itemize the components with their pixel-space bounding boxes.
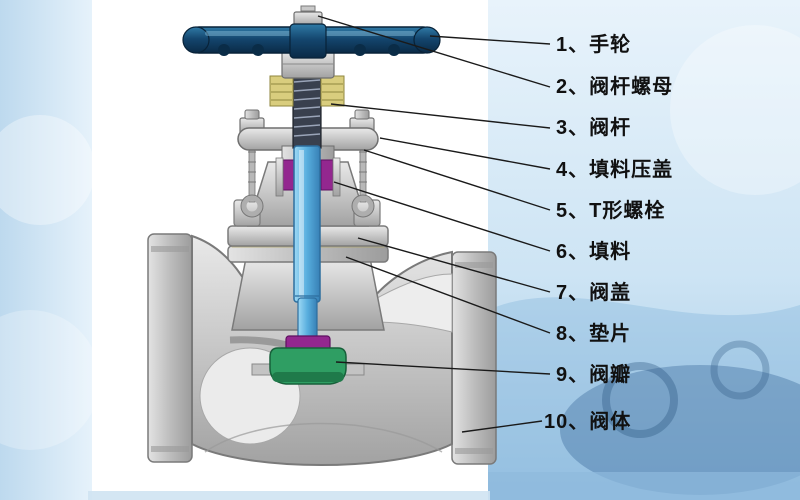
valve-body-right-flange: [451, 251, 497, 465]
leader-line-9: [335, 361, 551, 375]
valve-body-left-flange: [147, 233, 193, 463]
part-label-5: 5、T形螺栓: [556, 200, 666, 222]
stem-nut-bushing: [269, 75, 345, 107]
leader-line-5: [363, 149, 551, 211]
leader-line-3: [330, 103, 551, 129]
part-label-6: 6、填料: [556, 241, 632, 263]
part-label-2: 2、阀杆螺母: [556, 76, 674, 98]
leader-line-6: [333, 181, 551, 252]
part-label-7: 7、阀盖: [556, 282, 632, 304]
leader-line-7: [357, 237, 551, 293]
part-label-4: 4、填料压盖: [556, 159, 674, 181]
valve-disc: [251, 347, 365, 385]
valve-illustration: [147, 5, 497, 466]
part-label-1: 1、手轮: [556, 34, 632, 56]
handwheel-hub: [289, 23, 327, 59]
leader-lines: [317, 15, 551, 433]
part-label-8: 8、垫片: [556, 323, 632, 345]
leader-line-4: [379, 137, 551, 170]
part-label-9: 9、阀瓣: [556, 364, 632, 386]
part-label-3: 3、阀杆: [556, 117, 632, 139]
leader-line-8: [345, 256, 551, 334]
leader-line-10: [461, 420, 543, 433]
stem-threaded-section: [292, 73, 322, 149]
leader-line-2: [317, 15, 551, 88]
leader-line-1: [429, 35, 551, 45]
valve-stem: [293, 145, 321, 353]
part-label-10: 10、阀体: [544, 411, 632, 433]
